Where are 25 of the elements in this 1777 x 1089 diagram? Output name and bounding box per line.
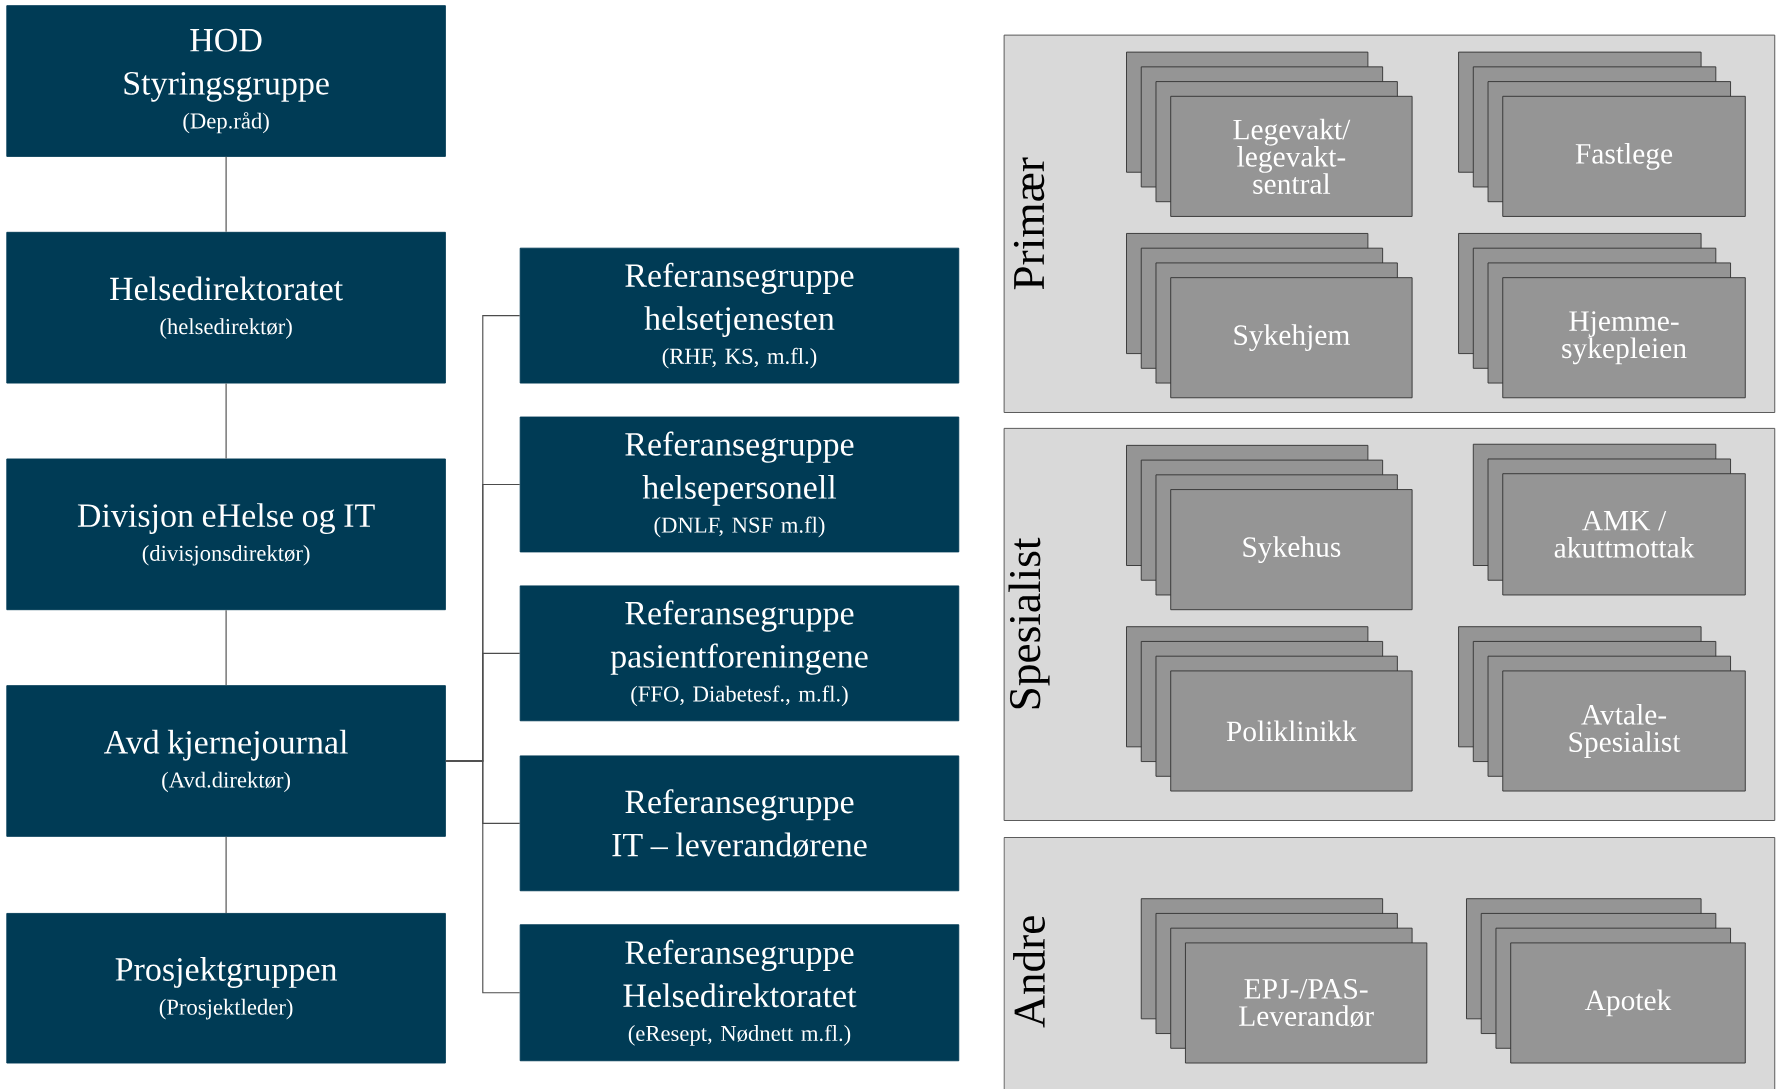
stacked-box: EPJ-/PAS- Leverandør [1140, 898, 1428, 1064]
connector-line [225, 836, 227, 914]
stacked-box: Fastlege [1458, 51, 1746, 217]
stacked-box: Apotek [1466, 898, 1746, 1064]
stacked-box: Poliklinikk [1126, 626, 1413, 792]
org-box: Referansegruppe IT – leverandørene [519, 755, 960, 892]
org-box: Prosjektgruppen (Prosjektleder) [6, 912, 446, 1064]
org-box: Avd kjernejournal (Avd.direktør) [6, 685, 446, 837]
stacked-box: Sykehus [1126, 444, 1413, 611]
org-box: Divisjon eHelse og IT (divisjonsdirektør) [6, 458, 446, 611]
connector-line [225, 609, 227, 686]
stacked-box: Avtale- Spesialist [1458, 626, 1746, 792]
org-box: HOD Styringsgruppe (Dep.råd) [6, 5, 446, 157]
stacked-box: Hjemme- sykepleien [1458, 232, 1746, 399]
org-box: Referansegruppe pasientforeningene (FFO, Diabetesf., m.fl.) [519, 585, 960, 722]
stacked-box: Sykehjem [1126, 232, 1413, 399]
connector-line [225, 156, 227, 233]
stacked-box: AMK / akuttmottak [1472, 443, 1746, 596]
org-box: Referansegruppe Helsedirektoratet (eResept, Nødnett m.fl.) [519, 924, 960, 1062]
org-box: Referansegruppe helsepersonell (DNLF, NSF m.fl) [519, 416, 960, 553]
stacked-box: Legevakt/ legevakt- sentral [1126, 51, 1413, 217]
connector-line [225, 382, 227, 460]
connector-line [445, 760, 521, 994]
org-box: Referansegruppe helsetjenesten (RHF, KS, m.fl.) [519, 247, 960, 384]
org-box: Helsedirektoratet (helsedirektør) [6, 231, 446, 384]
